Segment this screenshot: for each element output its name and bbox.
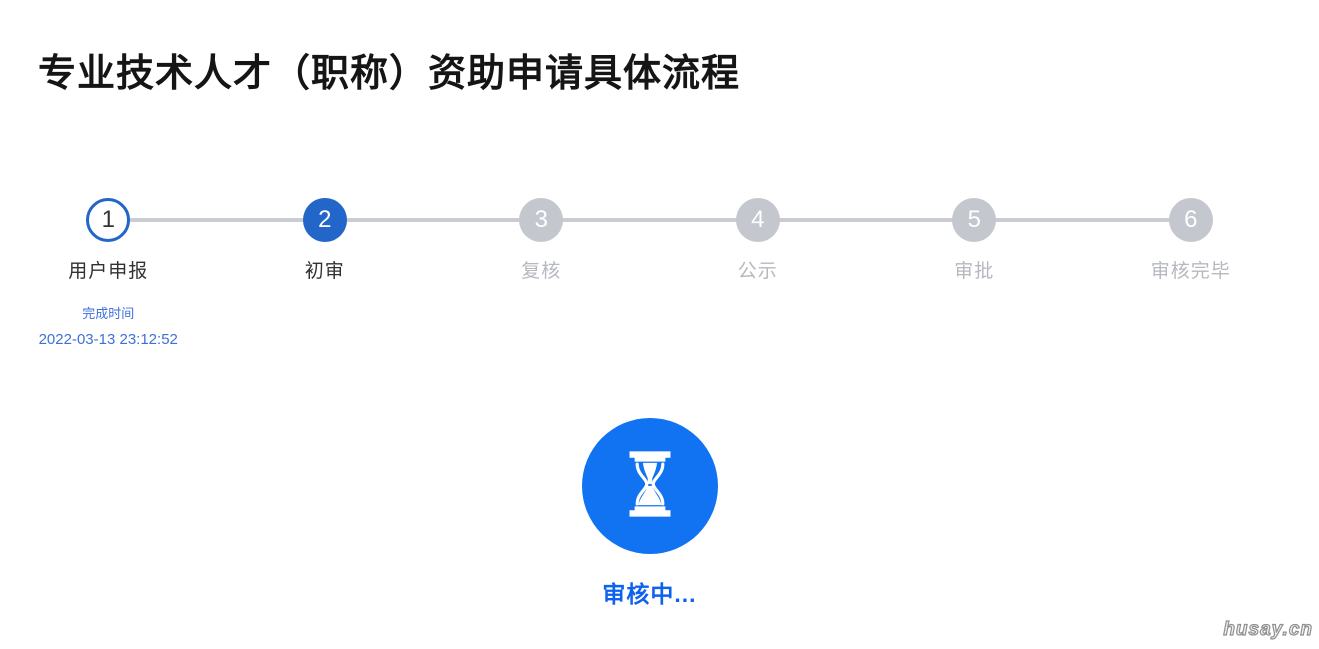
- step-recheck: 3 复核: [433, 198, 650, 348]
- step-label: 复核: [521, 261, 562, 282]
- status-label: 审核中...: [602, 581, 697, 607]
- page-title: 专业技术人才（职称）资助申请具体流程: [38, 53, 741, 95]
- step-label: 公示: [737, 261, 778, 282]
- hourglass-icon: [618, 448, 682, 525]
- step-number: 1: [101, 206, 115, 233]
- stepper-connector-line: [108, 218, 1191, 222]
- step-publicity: 4 公示: [650, 198, 867, 348]
- step-number: 6: [1184, 206, 1198, 233]
- step-first-review: 2 初审: [217, 198, 434, 348]
- step-number: 2: [318, 206, 332, 233]
- step-number: 4: [751, 206, 765, 233]
- step-user-declaration: 1 用户申报 完成时间 2022-03-13 23:12:52: [0, 198, 217, 348]
- completion-time: 完成时间 2022-03-13 23:12:52: [39, 303, 178, 348]
- progress-stepper: 1 用户申报 完成时间 2022-03-13 23:12:52 2 初审 3 复…: [0, 198, 1299, 348]
- step-number-circle: 3: [519, 198, 564, 242]
- review-status: 审核中...: [0, 418, 1299, 609]
- step-number-circle: 6: [1168, 198, 1213, 242]
- step-label: 初审: [304, 261, 345, 282]
- step-number-circle: 1: [86, 198, 131, 242]
- step-review-complete: 6 审核完毕: [1083, 198, 1300, 348]
- step-label: 审核完毕: [1150, 261, 1231, 282]
- step-number-circle: 5: [952, 198, 997, 242]
- step-number: 5: [967, 206, 981, 233]
- completion-time-label: 完成时间: [82, 306, 135, 321]
- step-label: 审批: [954, 261, 995, 282]
- step-approval: 5 审批: [866, 198, 1083, 348]
- site-watermark: husay.cn: [1223, 618, 1313, 640]
- completion-timestamp: 2022-03-13 23:12:52: [38, 331, 178, 348]
- step-label: 用户申报: [68, 261, 149, 282]
- step-number-circle: 2: [302, 198, 347, 242]
- status-circle: [581, 418, 718, 554]
- step-number: 3: [534, 206, 548, 233]
- step-number-circle: 4: [735, 198, 780, 242]
